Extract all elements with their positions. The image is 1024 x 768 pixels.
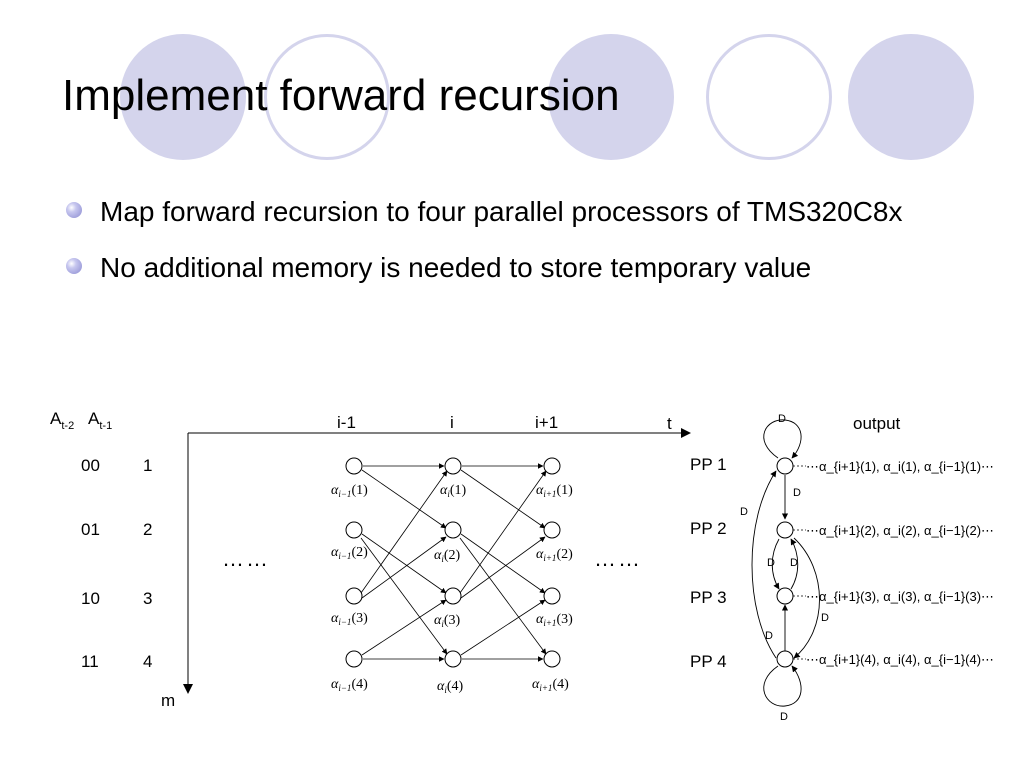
- state-number: 1: [143, 456, 152, 475]
- processor-edges: [751, 419, 820, 707]
- bullet-text: Map forward recursion to four parallel p…: [100, 196, 903, 227]
- trellis-diagram: At-2 At-1 00 01 10 11 1 2 3 4 t m i-1 i …: [50, 409, 994, 723]
- output-label: output: [853, 414, 901, 433]
- delay-label: D: [778, 413, 786, 425]
- processor-label: PP 2: [690, 519, 727, 538]
- bullet-icon: [66, 202, 82, 218]
- output-sequence: ⋯α_{i+1}(3), α_i(3), α_{i−1}(3)⋯: [806, 589, 994, 604]
- bullet-item: No additional memory is needed to store …: [62, 244, 962, 292]
- state-code: 00: [81, 456, 100, 475]
- ellipsis-right: ……: [594, 546, 642, 571]
- alpha-label: αi−1(1): [331, 483, 368, 499]
- trellis-node: [345, 587, 363, 605]
- processor-label: PP 3: [690, 588, 727, 607]
- delay-label: D: [790, 557, 798, 569]
- trellis-node: [345, 650, 363, 668]
- delay-label: D: [740, 506, 748, 518]
- trellis-node: [444, 650, 462, 668]
- decorative-circle: [120, 34, 246, 160]
- processor-label: PP 1: [690, 455, 727, 474]
- decorative-ring: [264, 34, 390, 160]
- trellis-node: [543, 587, 561, 605]
- alpha-labels: αi−1(1) αi−1(2) αi−1(3) αi−1(4) αi(1) αi…: [331, 483, 573, 695]
- processor-node: [776, 457, 794, 475]
- header-a-t1: At-1: [88, 409, 112, 432]
- decorative-circle: [548, 34, 674, 160]
- output-sequence: ⋯α_{i+1}(2), α_i(2), α_{i−1}(2)⋯: [806, 523, 994, 538]
- state-code: 01: [81, 520, 100, 539]
- processor-nodes: [776, 457, 794, 668]
- time-label: i: [450, 413, 454, 432]
- trellis-node: [444, 457, 462, 475]
- state-axis-label: m: [161, 691, 175, 710]
- trellis-node: [345, 521, 363, 539]
- alpha-label: αi+1(1): [536, 483, 573, 499]
- delay-label: D: [765, 630, 773, 642]
- output-sequence: ⋯α_{i+1}(1), α_i(1), α_{i−1}(1)⋯: [806, 459, 994, 474]
- trellis-node: [543, 457, 561, 475]
- delay-label: D: [793, 487, 801, 499]
- alpha-label: αi−1(3): [331, 611, 368, 627]
- header-a-t2: At-2: [50, 409, 74, 432]
- trellis-node: [444, 521, 462, 539]
- processor-node: [776, 587, 794, 605]
- trellis-node: [543, 650, 561, 668]
- bullet-text: No additional memory is needed to store …: [100, 252, 812, 283]
- trellis-node: [444, 587, 462, 605]
- alpha-label: αi(3): [434, 613, 461, 629]
- ellipsis-left: ……: [222, 546, 270, 571]
- decorative-ring: [706, 34, 832, 160]
- processor-node: [776, 521, 794, 539]
- time-label: i+1: [535, 413, 558, 432]
- bullet-list: Map forward recursion to four parallel p…: [62, 188, 962, 300]
- delay-labels: D D D D D D D D: [740, 413, 829, 723]
- delay-label: D: [767, 557, 775, 569]
- trellis-node: [543, 521, 561, 539]
- state-number: 4: [143, 652, 152, 671]
- processor-node: [776, 650, 794, 668]
- alpha-label: αi+1(4): [532, 677, 569, 693]
- state-code: 11: [81, 652, 99, 671]
- trellis-node: [345, 457, 363, 475]
- bullet-icon: [66, 258, 82, 274]
- alpha-label: αi+1(3): [536, 612, 573, 628]
- alpha-label: αi(4): [437, 679, 464, 695]
- delay-label: D: [780, 711, 788, 723]
- alpha-label: αi−1(2): [331, 545, 368, 561]
- state-code: 10: [81, 589, 100, 608]
- output-sequence: ⋯α_{i+1}(4), α_i(4), α_{i−1}(4)⋯: [806, 652, 994, 667]
- alpha-label: αi(2): [434, 548, 461, 564]
- bullet-item: Map forward recursion to four parallel p…: [62, 188, 962, 236]
- decorative-circle: [848, 34, 974, 160]
- time-axis-label: t: [667, 414, 672, 433]
- processor-label: PP 4: [690, 652, 727, 671]
- delay-label: D: [821, 612, 829, 624]
- trellis-nodes: [345, 457, 561, 668]
- alpha-label: αi+1(2): [536, 547, 573, 563]
- time-label: i-1: [337, 413, 356, 432]
- alpha-label: αi(1): [440, 483, 467, 499]
- state-number: 2: [143, 520, 152, 539]
- slide-title: Implement forward recursion: [62, 71, 620, 120]
- trellis-edges: [360, 463, 547, 662]
- alpha-label: αi−1(4): [331, 677, 368, 693]
- state-number: 3: [143, 589, 152, 608]
